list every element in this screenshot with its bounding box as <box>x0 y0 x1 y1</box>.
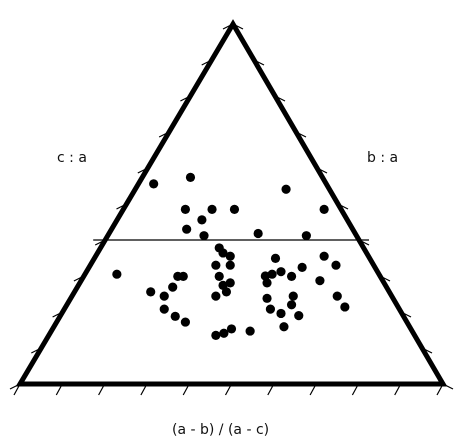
left-axis-label: c : a <box>57 150 87 166</box>
data-point <box>214 271 224 281</box>
data-point <box>218 248 228 258</box>
data-point <box>301 231 311 241</box>
data-point <box>340 302 350 312</box>
data-point <box>207 204 217 214</box>
data-point <box>276 308 286 319</box>
data-point <box>262 293 272 303</box>
data-point <box>211 330 221 340</box>
data-point <box>211 260 221 270</box>
data-point <box>286 300 297 310</box>
data-point <box>178 271 188 281</box>
data-point <box>221 287 232 297</box>
data-point <box>267 269 277 279</box>
data-point <box>170 311 180 321</box>
data-point <box>270 253 281 263</box>
data-point <box>245 326 255 336</box>
data-point <box>159 304 169 314</box>
data-point <box>281 184 291 194</box>
data-point <box>225 251 235 261</box>
data-point <box>332 291 342 301</box>
data-point <box>185 172 196 182</box>
data-point <box>297 262 307 272</box>
data-point <box>180 317 190 327</box>
bottom-axis-label: (a - b) / (a - c) <box>172 422 270 438</box>
data-point <box>288 291 298 301</box>
data-point <box>182 224 192 234</box>
data-point <box>219 328 229 338</box>
data-point <box>159 291 169 301</box>
data-point <box>331 260 341 270</box>
data-point <box>294 311 304 321</box>
data-point <box>276 267 286 277</box>
data-point <box>199 231 209 241</box>
data-point <box>279 322 289 332</box>
data-point <box>262 278 272 288</box>
data-point <box>253 228 263 239</box>
data-point <box>286 271 297 281</box>
data-point <box>149 179 159 189</box>
data-point <box>211 291 221 301</box>
triangle-frame <box>15 19 448 387</box>
data-point <box>225 278 235 288</box>
data-point <box>265 304 276 314</box>
data-point <box>225 260 235 270</box>
data-point <box>315 276 325 286</box>
data-point <box>229 204 240 214</box>
data-points <box>112 172 350 340</box>
right-axis-label: b : a <box>367 150 399 166</box>
data-point <box>180 204 190 214</box>
data-point <box>319 251 329 261</box>
data-point <box>168 282 178 292</box>
data-point <box>197 215 207 225</box>
data-point <box>319 204 329 214</box>
data-point <box>112 269 122 279</box>
data-point <box>226 324 237 334</box>
data-point <box>146 287 156 297</box>
